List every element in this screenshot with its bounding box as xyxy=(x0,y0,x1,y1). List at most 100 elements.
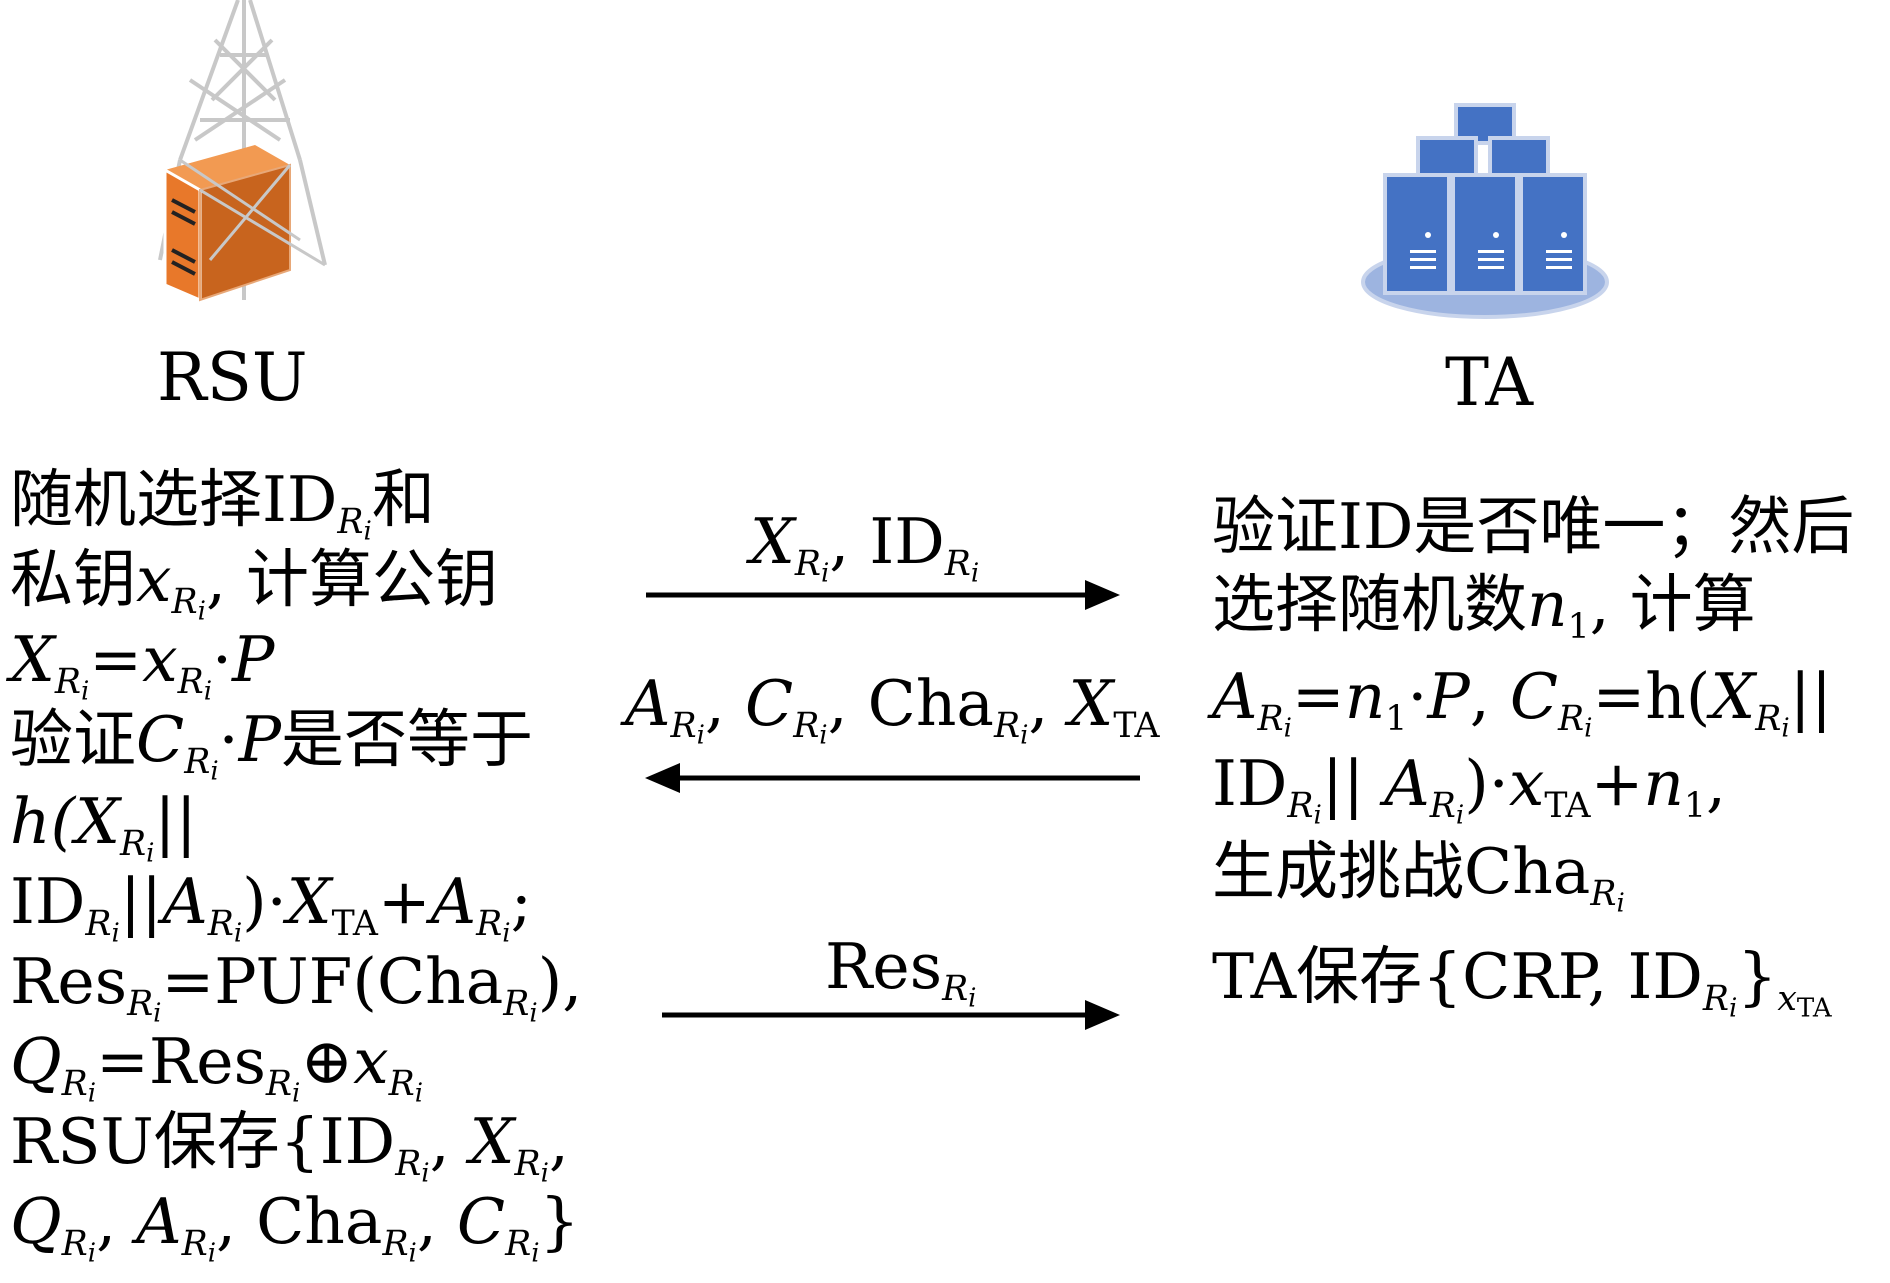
formula-token: i xyxy=(233,918,243,949)
formula-token: Cha xyxy=(376,945,504,1018)
ta-step-line: ARi=n1·P, CRi=h(XRi|| xyxy=(1212,665,1832,742)
formula-token: i xyxy=(1313,800,1322,831)
ta-step-line: IDRi|| ARi)·xTA+n1, xyxy=(1212,752,1726,829)
formula-token: , xyxy=(827,667,868,740)
formula-token: C xyxy=(136,703,185,776)
formula-token: , xyxy=(429,1105,470,1178)
formula-token: P xyxy=(238,703,282,776)
message-label-3: ResRi xyxy=(825,935,976,1012)
formula-token: i xyxy=(87,1238,97,1269)
formula-token: x xyxy=(353,1025,389,1098)
formula-token: , xyxy=(1469,660,1510,733)
formula-token: i xyxy=(203,676,212,707)
formula-token: 1 xyxy=(1567,607,1590,648)
formula-token: X xyxy=(10,623,55,696)
formula-token: TA xyxy=(1113,706,1160,747)
formula-token: R xyxy=(388,1064,415,1105)
formula-token: , xyxy=(704,667,745,740)
formula-token: , xyxy=(1706,747,1727,820)
server-box-icon xyxy=(163,145,291,303)
formula-token: || xyxy=(119,865,163,938)
formula-token: i xyxy=(1616,888,1625,919)
formula-token: i xyxy=(87,1078,97,1109)
formula-token: Res xyxy=(10,945,128,1018)
formula-token: + xyxy=(1590,747,1644,820)
formula-token: 1 xyxy=(1683,786,1706,827)
formula-token: i xyxy=(531,1238,540,1269)
rsu-step-line: XRi=xRi·P xyxy=(10,628,274,705)
formula-token: i xyxy=(363,516,372,547)
formula-token: i xyxy=(540,1158,549,1189)
formula-token: Q xyxy=(10,1185,62,1258)
formula-token: R xyxy=(85,904,112,945)
ta-step-line: 生成挑战ChaRi xyxy=(1212,840,1625,917)
formula-token: i xyxy=(1584,713,1593,744)
formula-token: R xyxy=(1755,699,1782,740)
formula-token: A xyxy=(1384,747,1430,820)
formula-token: i xyxy=(80,676,90,707)
formula-token: , xyxy=(548,1105,569,1178)
formula-token: = xyxy=(96,1025,149,1098)
formula-token: R xyxy=(505,1224,532,1265)
formula-token: } xyxy=(539,1185,580,1258)
formula-token: i xyxy=(970,558,980,589)
formula-token: R xyxy=(1257,699,1284,740)
formula-token: R xyxy=(944,544,971,585)
formula-token: ID xyxy=(869,505,945,578)
formula-token: X xyxy=(75,785,121,858)
formula-token: R xyxy=(120,824,147,865)
formula-token: x xyxy=(1508,747,1545,820)
formula-token: , xyxy=(416,1185,457,1258)
formula-token: A xyxy=(136,1185,182,1258)
formula-token: R xyxy=(1590,874,1617,915)
formula-token: R xyxy=(207,904,234,945)
formula-token: A xyxy=(162,865,208,938)
message-label-2: ARi, CRi, ChaRi, XTA xyxy=(625,672,1160,749)
formula-token: · xyxy=(1407,660,1428,733)
formula-token: i xyxy=(696,720,705,751)
formula-token: R xyxy=(61,1224,88,1265)
formula-token: Res xyxy=(148,1025,266,1098)
formula-token: i xyxy=(819,720,828,751)
formula-token: X xyxy=(469,1105,515,1178)
formula-token: ID xyxy=(10,865,86,938)
formula-token: i xyxy=(820,558,830,589)
formula-token: · xyxy=(212,623,233,696)
formula-token: R xyxy=(1702,979,1729,1020)
formula-token: i xyxy=(146,838,155,869)
ta-step-line: TA保存{CRP, IDRi}xTA xyxy=(1212,945,1832,1022)
formula-token: R xyxy=(476,904,503,945)
formula-token: x xyxy=(136,543,172,616)
arrow-left-2 xyxy=(645,763,1140,793)
formula-token: i xyxy=(197,596,206,627)
rsu-label: RSU xyxy=(157,339,308,416)
formula-token: R xyxy=(1558,699,1585,740)
formula-token: ID xyxy=(1627,940,1703,1013)
rsu-step-line: QRi, ARi, ChaRi, CRi} xyxy=(10,1190,580,1267)
formula-token: R xyxy=(184,742,211,783)
formula-token: i xyxy=(408,1238,417,1269)
formula-token: 选择随机数 xyxy=(1212,568,1527,641)
formula-token: R xyxy=(382,1224,409,1265)
formula-token: X xyxy=(750,505,795,578)
formula-token: = xyxy=(1291,660,1345,733)
formula-token: i xyxy=(111,918,120,949)
formula-token: Res xyxy=(825,930,943,1003)
formula-token: C xyxy=(456,1185,506,1258)
formula-token: A xyxy=(625,667,671,740)
formula-token: 私钥 xyxy=(10,543,136,616)
formula-token: R xyxy=(177,662,204,703)
formula-token: 生成挑战 xyxy=(1212,835,1464,908)
formula-token: R xyxy=(794,544,821,585)
formula-token: || xyxy=(154,785,197,858)
formula-token: x xyxy=(1777,979,1797,1020)
formula-token: Cha xyxy=(867,667,994,740)
formula-token: X xyxy=(286,865,332,938)
formula-token: R xyxy=(127,984,154,1025)
message-label-1: XRi, IDRi xyxy=(750,510,979,587)
formula-token: R xyxy=(265,1064,293,1105)
formula-token: i xyxy=(1781,713,1790,744)
formula-token: ID xyxy=(319,1105,396,1178)
formula-token: , xyxy=(1028,667,1069,740)
